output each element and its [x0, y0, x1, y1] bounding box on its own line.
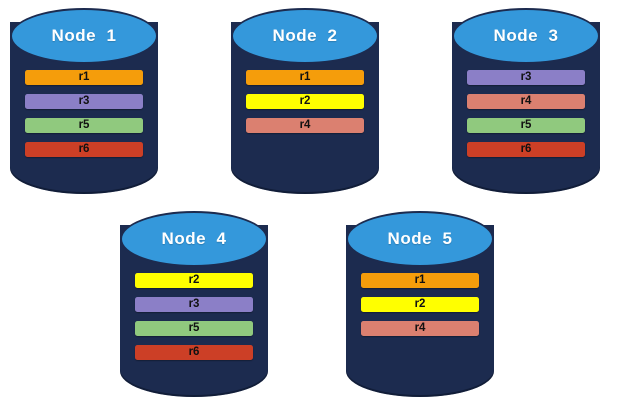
replica-stack: r1 r3 r5 r6 — [10, 70, 158, 166]
replica-label: r4 — [414, 321, 426, 334]
replica-label: r3 — [520, 70, 532, 83]
replica-bar-r6[interactable]: r6 — [135, 345, 253, 360]
replica-bar-r3[interactable]: r3 — [25, 94, 143, 109]
database-node-5[interactable]: Node 5 r1 r2 r4 — [346, 211, 494, 397]
replica-bar-r1[interactable]: r1 — [361, 273, 479, 288]
replica-stack: r2 r3 r5 r6 — [120, 273, 268, 369]
replica-label: r6 — [188, 345, 200, 358]
node-label: Node 4 — [161, 229, 227, 248]
cylinder-top-disc: Node 5 — [346, 211, 494, 267]
replica-label: r1 — [78, 70, 90, 83]
replica-stack: r3 r4 r5 r6 — [452, 70, 600, 166]
replica-label: r2 — [414, 297, 426, 310]
replica-bar-r5[interactable]: r5 — [25, 118, 143, 133]
node-label: Node 5 — [387, 229, 453, 248]
cylinder-top-disc: Node 2 — [231, 8, 379, 64]
replica-bar-r2[interactable]: r2 — [246, 94, 364, 109]
replica-bar-r6[interactable]: r6 — [467, 142, 585, 157]
replica-bar-r5[interactable]: r5 — [467, 118, 585, 133]
replica-label: r3 — [188, 297, 200, 310]
replica-label: r5 — [188, 321, 200, 334]
replica-label: r2 — [299, 94, 311, 107]
replica-label: r4 — [299, 118, 311, 131]
replica-bar-r4[interactable]: r4 — [246, 118, 364, 133]
replica-bar-r3[interactable]: r3 — [135, 297, 253, 312]
replica-bar-r4[interactable]: r4 — [467, 94, 585, 109]
replica-bar-r2[interactable]: r2 — [135, 273, 253, 288]
database-node-4[interactable]: Node 4 r2 r3 r5 r6 — [120, 211, 268, 397]
replica-label: r1 — [299, 70, 311, 83]
node-label: Node 2 — [272, 26, 338, 45]
database-node-3[interactable]: Node 3 r3 r4 r5 r6 — [452, 8, 600, 194]
node-label: Node 3 — [493, 26, 559, 45]
replica-label: r6 — [520, 142, 532, 155]
replica-label: r3 — [78, 94, 90, 107]
replica-stack: r1 r2 r4 — [346, 273, 494, 345]
replica-bar-r1[interactable]: r1 — [246, 70, 364, 85]
replica-label: r2 — [188, 273, 200, 286]
replica-label: r5 — [78, 118, 90, 131]
replica-label: r6 — [78, 142, 90, 155]
database-node-1[interactable]: Node 1 r1 r3 r5 r6 — [10, 8, 158, 194]
replica-bar-r5[interactable]: r5 — [135, 321, 253, 336]
replica-bar-r1[interactable]: r1 — [25, 70, 143, 85]
cylinder-top-disc: Node 1 — [10, 8, 158, 64]
replica-bar-r4[interactable]: r4 — [361, 321, 479, 336]
replica-bar-r6[interactable]: r6 — [25, 142, 143, 157]
replica-label: r1 — [414, 273, 426, 286]
replica-label: r5 — [520, 118, 532, 131]
node-label: Node 1 — [51, 26, 117, 45]
replica-label: r4 — [520, 94, 532, 107]
cylinder-top-disc: Node 3 — [452, 8, 600, 64]
replica-bar-r3[interactable]: r3 — [467, 70, 585, 85]
replica-stack: r1 r2 r4 — [231, 70, 379, 142]
replica-bar-r2[interactable]: r2 — [361, 297, 479, 312]
database-node-2[interactable]: Node 2 r1 r2 r4 — [231, 8, 379, 194]
cylinder-top-disc: Node 4 — [120, 211, 268, 267]
